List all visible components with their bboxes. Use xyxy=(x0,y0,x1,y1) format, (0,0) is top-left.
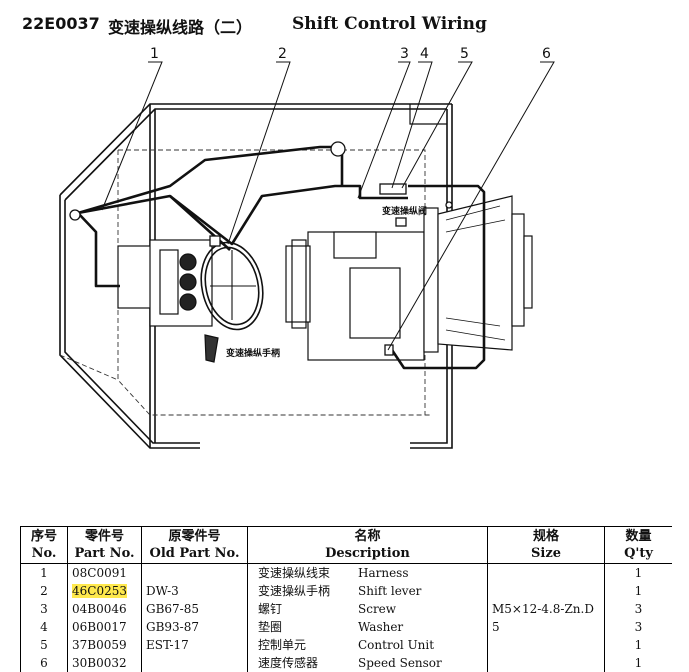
shift-lever-assembly xyxy=(117,239,219,363)
row-old-part-no xyxy=(141,654,248,672)
handle-label: 变速操纵手柄 xyxy=(226,347,280,359)
row-no: 6 xyxy=(20,654,68,672)
row-no: 3 xyxy=(20,600,68,618)
callout-2: 2 xyxy=(278,46,287,62)
page-title-chinese: 变速操纵线路（二） xyxy=(108,18,253,37)
callout-3: 3 xyxy=(400,46,409,62)
row-part-no: 30B0032 xyxy=(67,654,142,672)
harness-connectors xyxy=(69,141,453,356)
row-old-part-no xyxy=(141,563,248,582)
callout-5: 5 xyxy=(460,46,469,62)
row-size: M5×12-4.8-Zn.D xyxy=(487,600,605,618)
callout-numbers: 1 2 3 4 5 6 xyxy=(150,46,551,62)
row-old-part-no: GB93-87 xyxy=(141,618,248,636)
row-size xyxy=(487,582,605,600)
row-qty: 3 xyxy=(604,618,672,636)
page-title-english: Shift Control Wiring xyxy=(292,14,487,34)
page-header: 22E0037 变速操纵线路（二） Shift Control Wiring xyxy=(22,14,662,40)
row-size: 5 xyxy=(487,618,605,636)
valve-label: 变速操纵阀 xyxy=(382,205,427,217)
wiring-diagram: 1 2 3 4 5 6 变速操纵阀 变速操纵手柄 xyxy=(0,40,689,480)
row-part-no: 06B0017 xyxy=(67,618,142,636)
diagram-labels: 变速操纵阀 变速操纵手柄 xyxy=(226,205,427,359)
page-code: 22E0037 xyxy=(22,14,100,33)
wiring-harness xyxy=(77,145,486,370)
callout-leaders xyxy=(101,61,555,351)
row-size xyxy=(487,636,605,654)
row-size xyxy=(487,563,605,582)
wiring-diagram-svg: 1 2 3 4 5 6 变速操纵阀 变速操纵手柄 xyxy=(59,46,555,449)
row-part-no: 04B0046 xyxy=(67,600,142,618)
row-no: 2 xyxy=(20,582,68,600)
row-no: 4 xyxy=(20,618,68,636)
row-no: 5 xyxy=(20,636,68,654)
callout-6: 6 xyxy=(542,46,551,62)
transmission-housing xyxy=(285,195,533,361)
row-old-part-no: DW-3 xyxy=(141,582,248,600)
row-qty: 1 xyxy=(604,636,672,654)
row-qty: 1 xyxy=(604,654,672,672)
row-qty: 1 xyxy=(604,582,672,600)
row-part-no: 08C0091 xyxy=(67,563,142,582)
callout-1: 1 xyxy=(150,46,159,62)
row-old-part-no: EST-17 xyxy=(141,636,248,654)
row-old-part-no: GB67-85 xyxy=(141,600,248,618)
callout-4: 4 xyxy=(420,46,429,62)
row-qty: 1 xyxy=(604,563,672,582)
row-part-no: 46C0253 xyxy=(67,582,142,600)
row-no: 1 xyxy=(20,563,68,582)
highlighted-part-no: 46C0253 xyxy=(72,584,127,598)
row-qty: 3 xyxy=(604,600,672,618)
row-size xyxy=(487,654,605,672)
row-part-no: 37B0059 xyxy=(67,636,142,654)
